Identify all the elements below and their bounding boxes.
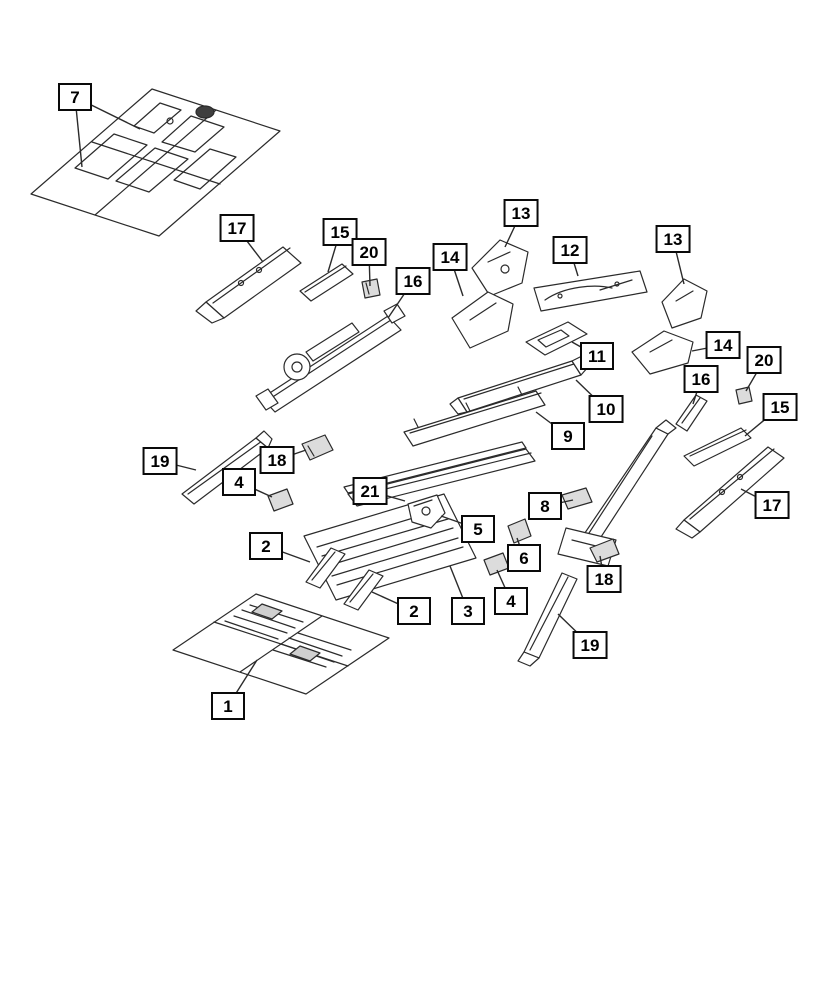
callout-10-13[interactable]: 10 (588, 395, 624, 423)
part-13-right-bracket-illustration (661, 278, 708, 329)
callout-8-20[interactable]: 8 (528, 492, 562, 520)
callout-2-26[interactable]: 2 (397, 597, 431, 625)
part-13-left-bracket-illustration (471, 239, 529, 297)
part-4-left-bracket-illustration (267, 488, 294, 512)
callout-19-29[interactable]: 19 (572, 631, 608, 659)
part-2-support-b-illustration (343, 569, 384, 611)
part-18-left-bracket-illustration (301, 434, 334, 461)
callout-20-3[interactable]: 20 (351, 238, 387, 266)
callout-13-8[interactable]: 13 (655, 225, 691, 253)
callout-6-24[interactable]: 6 (507, 544, 541, 572)
part-2-support-a-illustration (305, 547, 346, 589)
callout-4-28[interactable]: 4 (494, 587, 528, 615)
callout-18-25[interactable]: 18 (586, 565, 622, 593)
callout-17-21[interactable]: 17 (754, 491, 790, 519)
part-11-support-plate-illustration (525, 321, 588, 356)
callout-18-17[interactable]: 18 (259, 446, 295, 474)
callout-16-11[interactable]: 16 (683, 365, 719, 393)
callout-14-5[interactable]: 14 (432, 243, 468, 271)
part-15-right-sill-illustration (683, 427, 752, 467)
part-18-right-bracket-illustration (589, 538, 620, 563)
part-19-right-rail-illustration (517, 572, 578, 667)
part-17-left-rail-illustration (195, 246, 302, 324)
callout-11-9[interactable]: 11 (580, 342, 614, 370)
part-6-support-illustration (507, 518, 532, 544)
callout-3-27[interactable]: 3 (451, 597, 485, 625)
part-16-right-rail-illustration (675, 394, 708, 432)
part-5-bracket-illustration (407, 494, 446, 529)
part-16-left-rail-assembly-illustration (255, 303, 406, 413)
callout-1-30[interactable]: 1 (211, 692, 245, 720)
callout-4-18[interactable]: 4 (222, 468, 256, 496)
part-17-right-rail-illustration (675, 446, 785, 539)
part-12-crossmember-illustration (533, 270, 648, 312)
part-9-crossmember-illustration (403, 386, 546, 447)
callout-14-10[interactable]: 14 (705, 331, 741, 359)
callout-19-16[interactable]: 19 (142, 447, 178, 475)
callout-9-15[interactable]: 9 (551, 422, 585, 450)
callout-5-22[interactable]: 5 (461, 515, 495, 543)
part-1-floor-pan-illustration (172, 593, 390, 695)
part-20-left-bracket-illustration (361, 278, 381, 299)
callout-7-0[interactable]: 7 (58, 83, 92, 111)
callout-16-4[interactable]: 16 (395, 267, 431, 295)
callout-13-6[interactable]: 13 (503, 199, 539, 227)
part-21-crossmember-illustration (343, 441, 536, 507)
part-7-floor-pan-assembly-illustration (30, 88, 281, 237)
part-14-left-panel-illustration (451, 291, 514, 349)
part-20-right-bracket-illustration (735, 386, 753, 405)
callout-21-19[interactable]: 21 (352, 477, 388, 505)
callout-12-7[interactable]: 12 (552, 236, 588, 264)
part-14-right-panel-illustration (631, 330, 694, 375)
callout-17-1[interactable]: 17 (219, 214, 255, 242)
part-15-left-sill-illustration (299, 263, 354, 302)
callout-2-23[interactable]: 2 (249, 532, 283, 560)
callout-20-12[interactable]: 20 (746, 346, 782, 374)
callout-15-14[interactable]: 15 (762, 393, 798, 421)
